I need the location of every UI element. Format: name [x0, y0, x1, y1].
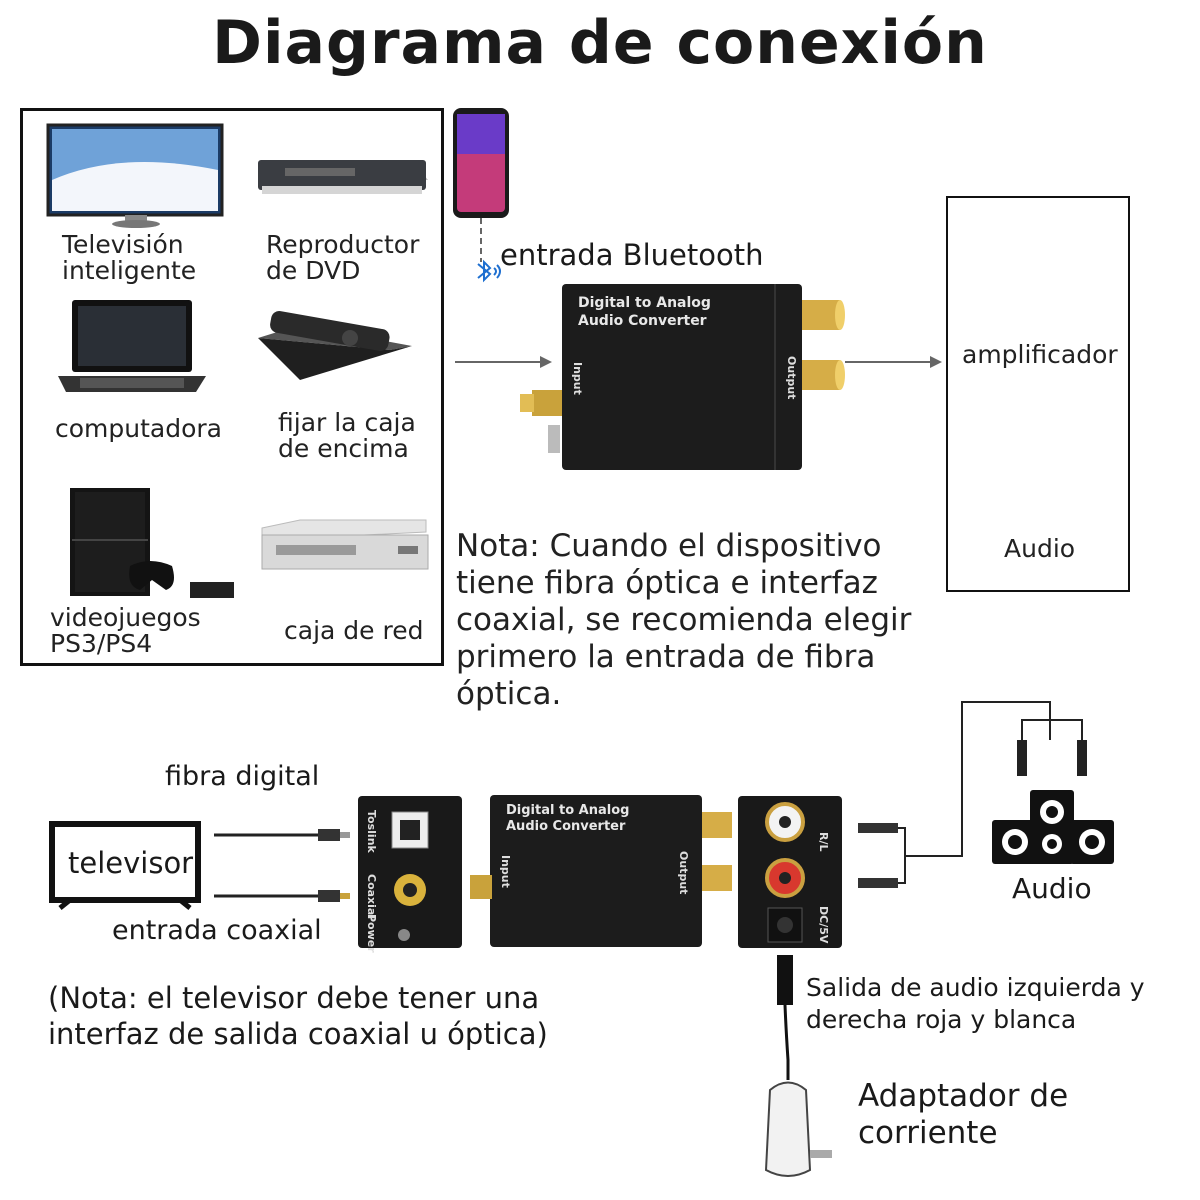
fiber-cable-icon: [214, 829, 350, 841]
bottom-converter-output-label: Output: [677, 851, 690, 895]
top-note: Nota: Cuando el dispositivo tiene fibra …: [456, 528, 912, 712]
input-panel: Toslink Coaxial Power: [358, 796, 462, 953]
source-label-dvd: Reproductor de DVD: [266, 230, 420, 285]
network-box-icon: [261, 519, 429, 570]
converter-jacks-icon: [520, 300, 845, 453]
converter-input-label: Input: [571, 362, 584, 395]
page-title: Diagrama de conexión: [212, 8, 988, 78]
coaxial-cable-icon: [214, 890, 350, 902]
source-label-game-console: videojuegos PS3/PS4: [50, 603, 201, 658]
converter-output-label: Output: [785, 356, 798, 400]
coax-label: entrada coaxial: [112, 915, 322, 946]
arrow-to-converter-icon: [455, 356, 552, 368]
bottom-audio-label: Audio: [1012, 872, 1092, 905]
set-top-box-icon: [258, 311, 412, 380]
bluetooth-icon: [477, 259, 501, 283]
smartphone-icon: [453, 108, 509, 218]
bluetooth-label: entrada Bluetooth: [500, 238, 764, 272]
output-panel: R/L DC/5V: [738, 796, 842, 948]
source-label-network-box: caja de red: [284, 616, 424, 645]
output-label-amplifier: amplificador: [962, 340, 1118, 369]
arrow-to-output-icon: [845, 356, 942, 368]
port-label-dc: DC/5V: [817, 906, 830, 944]
output-devices-panel: [946, 196, 1130, 592]
fiber-label: fibra digital: [165, 761, 320, 792]
bottom-converter-input-label: Input: [499, 855, 512, 888]
port-label-coaxial: Coaxial: [365, 874, 378, 920]
dvd-player-icon: [258, 160, 428, 194]
game-console-icon: [70, 488, 234, 598]
audio-output-note: Salida de audio izquierda y derecha roja…: [806, 973, 1145, 1034]
output-label-audio: Audio: [1004, 534, 1076, 563]
port-label-rl: R/L: [817, 832, 830, 852]
tv-label: televisor: [68, 846, 194, 880]
bottom-converter-device: Digital to Analog Audio Converter Input …: [490, 795, 702, 947]
tv-outline-icon: [49, 821, 201, 910]
bottom-converter-label: Digital to Analog Audio Converter: [506, 803, 630, 834]
source-label-computer: computadora: [55, 414, 222, 443]
speaker-system-icon: [992, 790, 1114, 864]
laptop-icon: [58, 300, 206, 392]
power-adapter-label: Adaptador de corriente: [858, 1078, 1069, 1151]
smart-tv-icon: [46, 123, 224, 228]
rca-cables-icon: [858, 701, 1087, 888]
source-label-set-top-box: fijar la caja de encima: [278, 408, 416, 463]
bottom-note: (Nota: el televisor debe tener una inter…: [48, 981, 548, 1051]
port-label-power: Power: [365, 914, 378, 953]
source-label-smart-tv: Televisión inteligente: [62, 230, 197, 285]
converter-device: Digital to Analog Audio Converter Input …: [562, 284, 802, 470]
port-label-toslink: Toslink: [365, 810, 378, 853]
converter-label: Digital to Analog Audio Converter: [578, 295, 711, 329]
power-adapter-icon: [764, 955, 832, 1177]
